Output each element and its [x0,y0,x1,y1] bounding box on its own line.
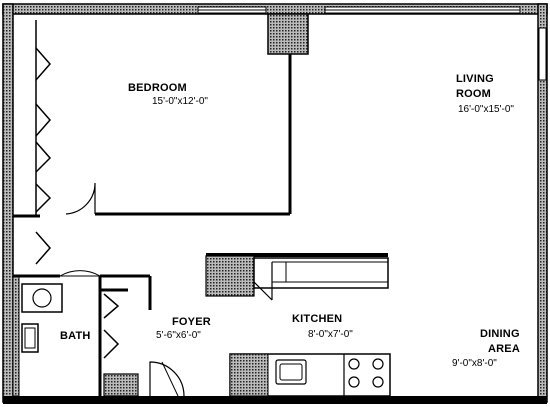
bathroom-sink [21,283,63,313]
kitchen-lower-counter [229,353,391,397]
dining-area-label-line2: AREA [488,343,520,355]
living-room-size: 16'-0"x15'-0" [458,104,514,115]
foyer-label: FOYER [172,316,211,328]
entry-door [149,361,185,397]
bedroom-size: 15'-0"x12'-0" [152,96,208,107]
bath-label: BATH [60,330,91,342]
structural-column [267,13,309,55]
foyer-walls [100,274,152,310]
dining-area-label-line1: DINING [480,328,520,340]
bedroom-label: BEDROOM [128,82,187,94]
kitchen-size: 8'-0"x7'-0" [308,329,353,340]
exterior-walls [2,3,548,404]
kitchen-label: KITCHEN [292,313,343,325]
stove [348,358,384,388]
entry-column [103,373,139,397]
foyer-closet-doors [103,293,120,359]
living-room-label-line2: ROOM [456,88,492,100]
kitchen-upper-counter [205,253,389,301]
bath-door [59,270,101,277]
bedroom-door [65,182,96,215]
bath-walls [12,274,102,397]
bedroom-walls [13,54,292,218]
windows [197,6,547,81]
dining-area-size: 9'-0"x8'-0" [452,358,497,369]
entry-door-leaf [161,361,179,397]
closet-doors [35,20,52,265]
foyer-size: 5'-6"x6'-0" [156,330,201,341]
living-room-label-line1: LIVING [456,73,494,85]
toilet [21,323,39,353]
